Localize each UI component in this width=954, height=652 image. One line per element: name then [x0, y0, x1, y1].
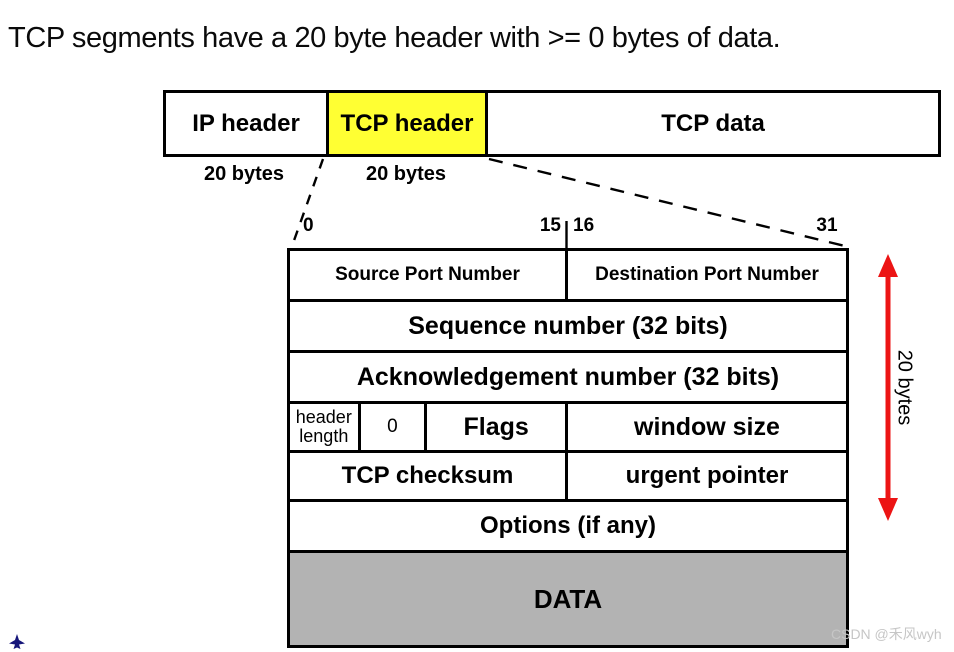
table-row-checksum: TCP checksum urgent pointer — [290, 453, 846, 502]
table-row-flags: header length 0 Flags window size — [290, 404, 846, 453]
cell-source-port: Source Port Number — [290, 251, 568, 299]
tcp-header-table: Source Port Number Destination Port Numb… — [287, 248, 849, 648]
bit-label-31: 31 — [816, 215, 838, 236]
tcp-header-size-label: 20 bytes — [365, 163, 447, 185]
ip-header-size-label: 20 bytes — [203, 163, 285, 185]
bit-label-16: 16 — [573, 215, 595, 236]
watermark: CSDN @禾风wyh — [831, 626, 942, 642]
segment-cell-label: TCP header — [340, 109, 474, 137]
cell-reserved-zero: 0 — [361, 404, 428, 450]
tcp-segment-bar: IP header TCP header TCP data — [163, 90, 941, 157]
table-row-data: DATA — [290, 553, 846, 645]
cell-window-size: window size — [634, 412, 780, 441]
segment-cell-tcp-header: TCP header — [326, 93, 488, 154]
plane-icon — [9, 634, 25, 649]
cell-data: DATA — [533, 583, 603, 614]
bit-label-0: 0 — [303, 215, 314, 236]
bit-label-15: 15 — [539, 215, 561, 236]
table-row-options: Options (if any) — [290, 502, 846, 553]
cell-tcp-checksum: TCP checksum — [290, 453, 568, 499]
segment-cell-tcp-data: TCP data — [488, 93, 938, 154]
segment-cell-ip-header: IP header — [166, 93, 326, 154]
cell-acknowledgement-number: Acknowledgement number (32 bits) — [356, 362, 780, 391]
segment-cell-label: IP header — [192, 109, 300, 137]
header-size-annotation: 20 bytes — [893, 349, 916, 426]
cell-sequence-number: Sequence number (32 bits) — [408, 311, 728, 340]
cell-urgent-pointer: urgent pointer — [625, 462, 789, 489]
slide-title: TCP segments have a 20 byte header with … — [8, 22, 781, 54]
cell-options: Options (if any) — [480, 512, 656, 539]
table-row-sequence: Sequence number (32 bits) — [290, 302, 846, 353]
cell-header-length: header length — [290, 404, 361, 450]
segment-cell-label: TCP data — [661, 109, 765, 137]
table-row-acknowledgement: Acknowledgement number (32 bits) — [290, 353, 846, 404]
cell-flags: Flags — [427, 404, 568, 450]
table-row-ports: Source Port Number Destination Port Numb… — [290, 251, 846, 302]
cell-destination-port: Destination Port Number — [595, 264, 819, 285]
